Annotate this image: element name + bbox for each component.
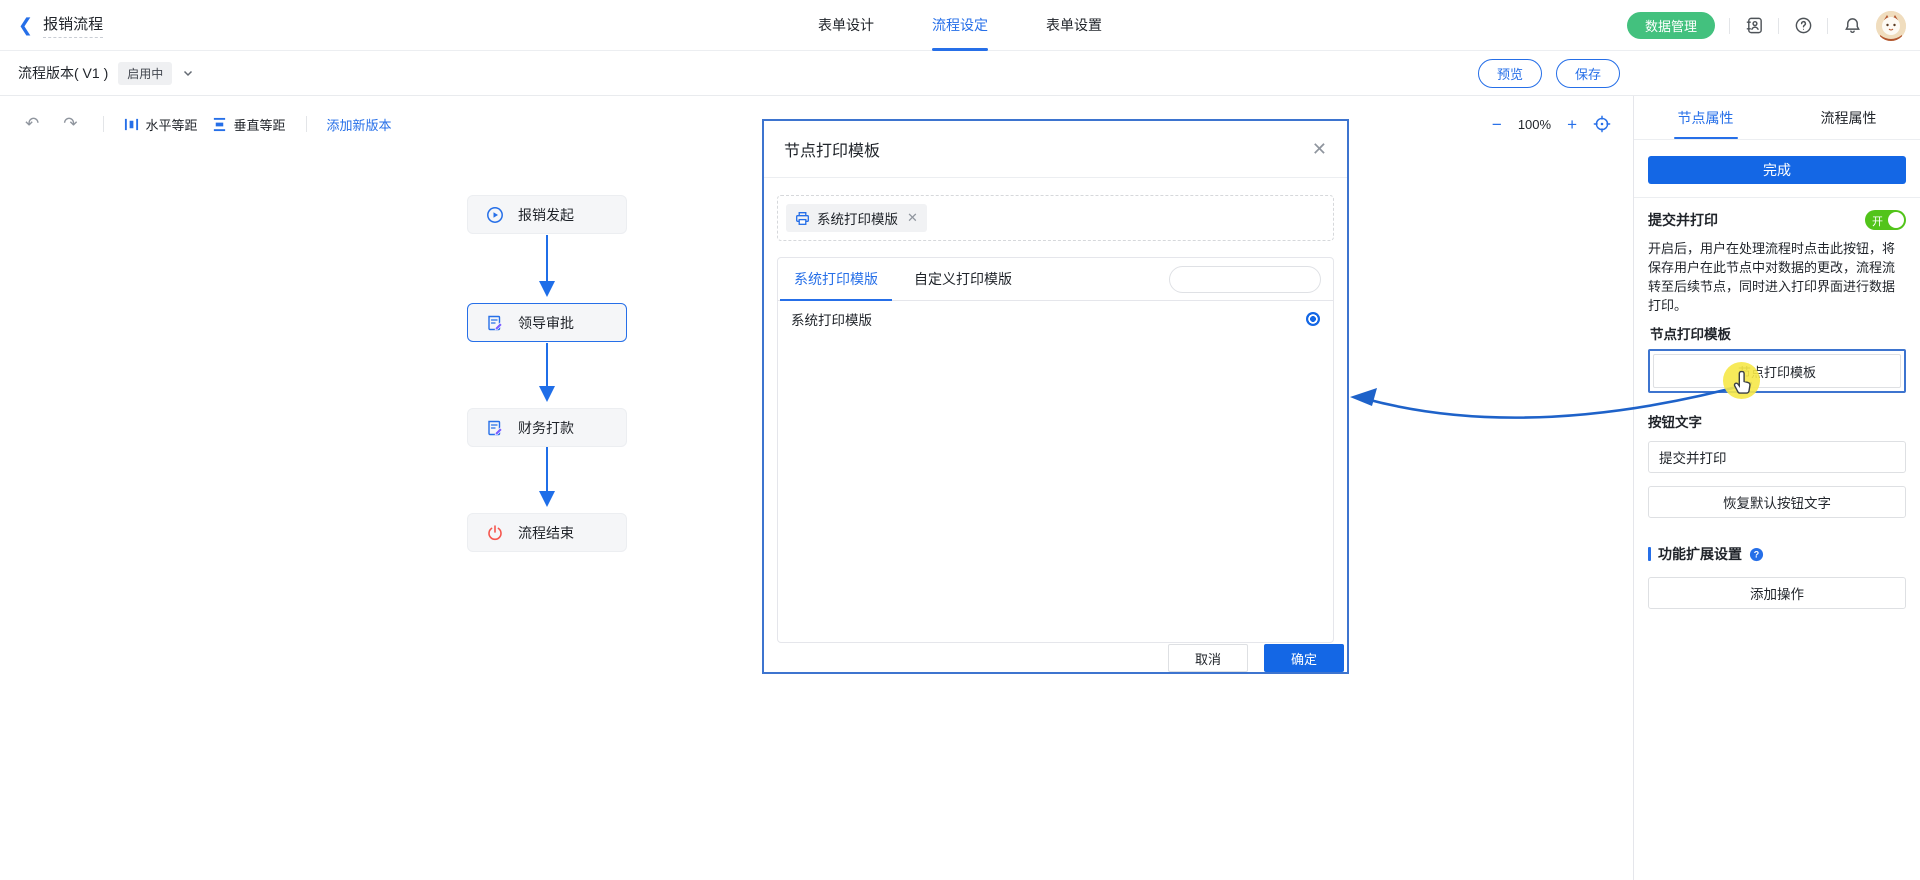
modal-title: 节点打印模板 xyxy=(784,143,881,160)
help-circle-icon[interactable]: ? xyxy=(1749,547,1764,562)
button-text-label: 按钮文字 xyxy=(1648,415,1702,430)
vertical-spacing-icon xyxy=(213,117,225,131)
submit-print-label: 提交并打印 xyxy=(1648,212,1718,228)
button-text-input[interactable] xyxy=(1648,441,1906,473)
redo-icon[interactable]: ↷ xyxy=(63,114,78,133)
top-header: ❮ 报销流程 表单设计 流程设定 表单设置 数据管理 xyxy=(0,0,1920,51)
zoom-out-button[interactable]: − xyxy=(1491,114,1502,134)
toggle-on-label: 开 xyxy=(1872,216,1883,228)
flow-node-end[interactable]: 流程结束 xyxy=(467,513,627,552)
template-search-box xyxy=(1169,266,1333,293)
tab-form-design[interactable]: 表单设计 xyxy=(818,17,874,33)
address-book-icon[interactable] xyxy=(1744,16,1764,36)
status-badge: 启用中 xyxy=(118,61,173,85)
user-avatar[interactable] xyxy=(1876,10,1906,41)
radio-selected-icon[interactable] xyxy=(1306,312,1320,326)
divider xyxy=(1634,197,1920,198)
save-button[interactable]: 保存 xyxy=(1556,59,1620,88)
flow-node-start[interactable]: 报销发起 xyxy=(467,195,627,234)
header-tab-group: 表单设计 流程设定 表单设置 xyxy=(818,0,1102,51)
section-accent-bar xyxy=(1648,547,1651,561)
toggle-knob xyxy=(1888,212,1904,228)
help-icon[interactable] xyxy=(1793,16,1813,36)
canvas-toolbar: ↶ ↷ 水平等距 垂直等距 添加新版本 − 100% + xyxy=(0,104,1633,144)
page-title[interactable]: 报销流程 xyxy=(43,13,104,38)
template-list-item[interactable]: 系统打印模版 xyxy=(778,301,1333,337)
tab-node-properties[interactable]: 节点属性 xyxy=(1634,96,1777,139)
play-circle-icon xyxy=(487,206,503,223)
flow-node-finance-payment[interactable]: 财务打款 xyxy=(467,408,627,447)
close-icon[interactable]: ✕ xyxy=(1311,138,1327,159)
done-button[interactable]: 完成 xyxy=(1648,156,1906,184)
tab-custom-templates[interactable]: 自定义打印模版 xyxy=(914,270,1012,287)
divider xyxy=(1729,17,1730,34)
node-print-template-button[interactable]: 节点打印模板 xyxy=(1653,354,1901,388)
divider xyxy=(1827,17,1828,34)
template-tag: 系统打印模版 ✕ xyxy=(786,204,927,232)
restore-default-button[interactable]: 恢复默认按钮文字 xyxy=(1648,486,1906,518)
node-print-template-focus-ring: 节点打印模板 xyxy=(1648,349,1906,393)
back-icon[interactable]: ❮ xyxy=(18,15,34,35)
power-icon xyxy=(488,524,502,540)
flow-node-label: 报销发起 xyxy=(518,206,574,223)
properties-panel: 节点属性 流程属性 完成 提交并打印 开 开启后，用户在处理流程时点击此按钮，将… xyxy=(1633,96,1920,880)
flow-node-leader-approval[interactable]: 领导审批 xyxy=(467,303,627,342)
remove-tag-icon[interactable]: ✕ xyxy=(907,210,918,225)
cancel-button[interactable]: 取消 xyxy=(1168,644,1248,672)
chevron-down-icon[interactable] xyxy=(182,67,194,79)
template-item-label: 系统打印模版 xyxy=(791,313,872,328)
add-action-button[interactable]: 添加操作 xyxy=(1648,577,1906,609)
tab-form-setting[interactable]: 表单设置 xyxy=(1046,17,1102,33)
submit-print-description: 开启后，用户在处理流程时点击此按钮，将保存用户在此节点中对数据的更改，流程流转至… xyxy=(1648,241,1896,313)
template-select-box: 系统打印模版 自定义打印模版 系统打印模版 xyxy=(777,257,1334,643)
version-bar: 流程版本( V1 ) 启用中 预览 保存 xyxy=(0,51,1920,96)
search-input[interactable] xyxy=(1170,272,1333,287)
preview-button[interactable]: 预览 xyxy=(1478,59,1542,88)
confirm-button[interactable]: 确定 xyxy=(1264,644,1344,672)
fit-view-icon[interactable] xyxy=(1593,115,1611,133)
panel-tab-group: 节点属性 流程属性 xyxy=(1634,96,1920,140)
horizontal-spacing-button[interactable]: 水平等距 xyxy=(124,115,198,134)
tab-flow-properties[interactable]: 流程属性 xyxy=(1820,110,1877,126)
svg-text:?: ? xyxy=(1754,549,1759,559)
flow-node-label: 领导审批 xyxy=(518,314,574,331)
tab-system-templates[interactable]: 系统打印模版 xyxy=(780,258,892,301)
node-print-template-label: 节点打印模板 xyxy=(1650,327,1731,342)
zoom-level: 100% xyxy=(1517,116,1552,132)
version-label: 流程版本( V1 ) xyxy=(18,65,109,81)
doc-edit-icon xyxy=(488,315,503,330)
data-manage-button[interactable]: 数据管理 xyxy=(1626,12,1715,39)
bell-icon[interactable] xyxy=(1842,16,1862,36)
printer-icon xyxy=(796,211,809,225)
template-tag-label: 系统打印模版 xyxy=(817,212,898,227)
divider xyxy=(1778,17,1779,34)
flow-node-label: 流程结束 xyxy=(518,524,574,541)
selected-templates-box: 系统打印模版 ✕ xyxy=(777,195,1334,241)
node-print-template-modal: 节点打印模板 ✕ 系统打印模版 ✕ 系统打印模版 自定义打印模版 xyxy=(762,119,1349,674)
vertical-spacing-button[interactable]: 垂直等距 xyxy=(212,115,286,134)
undo-icon[interactable]: ↶ xyxy=(25,114,40,133)
zoom-controls: − 100% + xyxy=(1492,104,1611,144)
submit-print-toggle[interactable]: 开 xyxy=(1865,210,1906,230)
zoom-in-button[interactable]: + xyxy=(1567,114,1577,134)
divider xyxy=(102,116,104,132)
add-version-link[interactable]: 添加新版本 xyxy=(326,117,392,133)
horizontal-spacing-icon xyxy=(124,118,138,130)
divider xyxy=(305,116,307,132)
flow-node-label: 财务打款 xyxy=(518,419,574,436)
extension-settings-label: 功能扩展设置 xyxy=(1658,546,1742,562)
tab-flow-setting[interactable]: 流程设定 xyxy=(932,0,988,51)
doc-edit-icon xyxy=(488,420,503,435)
